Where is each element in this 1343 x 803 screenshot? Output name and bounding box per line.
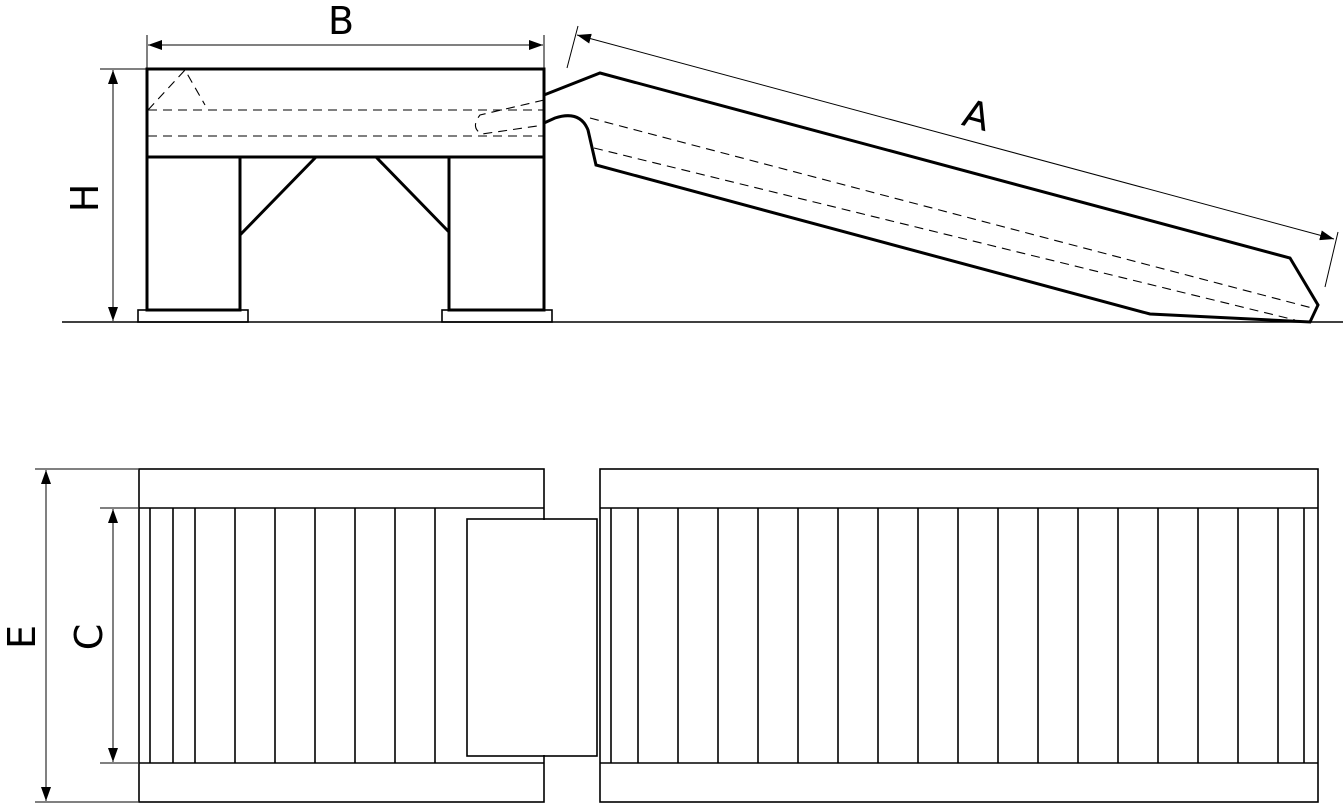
ramp-hidden-hook (474, 99, 545, 135)
ramp-top-outline (599, 468, 1319, 803)
dim-h-label: H (63, 184, 107, 213)
dim-a-extension-bottom (1324, 231, 1339, 288)
dim-c-label: C (67, 624, 111, 651)
platform-leg-right (447, 155, 546, 312)
platform-deck (145, 67, 546, 159)
connector-plate (466, 518, 598, 757)
platform-foot-left (137, 309, 249, 323)
dim-b-label: B (328, 0, 354, 43)
platform-leg-left (145, 155, 242, 312)
dim-a-label: A (958, 91, 995, 140)
platform-brace-right (374, 155, 451, 234)
platform-foot-right (441, 309, 553, 323)
dim-a-arrow (576, 33, 1335, 241)
dim-e-label: E (0, 625, 44, 649)
dim-a-extension-top (566, 25, 579, 69)
platform-slats (149, 508, 436, 763)
side-view: B H A (62, 0, 1343, 324)
platform-hidden-corner (147, 69, 206, 111)
platform-brace-left (238, 155, 318, 237)
ramp-hidden-upper (589, 117, 1313, 309)
top-view: E C (0, 468, 1319, 803)
ramp-slats (610, 508, 1305, 763)
ramp-hidden-lower (593, 147, 1296, 321)
ramp-profile (543, 71, 1320, 324)
